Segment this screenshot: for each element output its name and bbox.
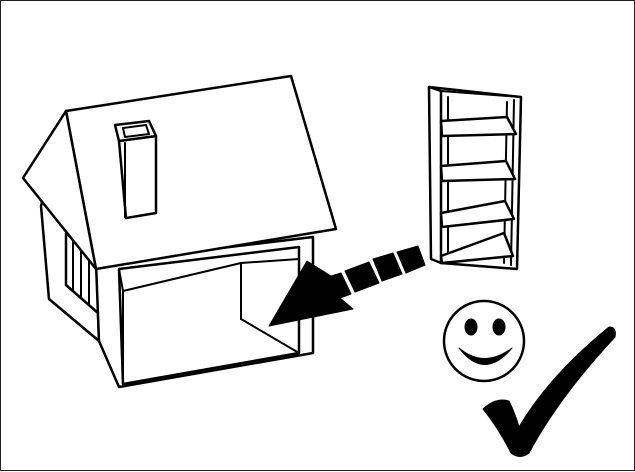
smiley-right-eye xyxy=(492,318,506,336)
checkmark-icon xyxy=(482,326,616,457)
smiley-left-eye xyxy=(464,318,478,336)
shelf-board-2 xyxy=(439,159,517,183)
smiley-icon xyxy=(442,299,526,383)
house-roof-side xyxy=(21,109,98,271)
house-icon xyxy=(21,74,338,389)
shelf-icon xyxy=(427,85,523,271)
shelf-board-4 xyxy=(439,231,515,265)
shelf-left-side xyxy=(427,85,443,265)
arrow-icon xyxy=(268,245,426,327)
house-chimney-top xyxy=(113,119,158,143)
shelf-board-1 xyxy=(439,115,518,138)
house-garage-opening xyxy=(117,245,301,386)
smiley-mouth xyxy=(458,347,513,365)
smiley-face xyxy=(442,299,526,383)
shelf-board-3 xyxy=(439,199,516,229)
